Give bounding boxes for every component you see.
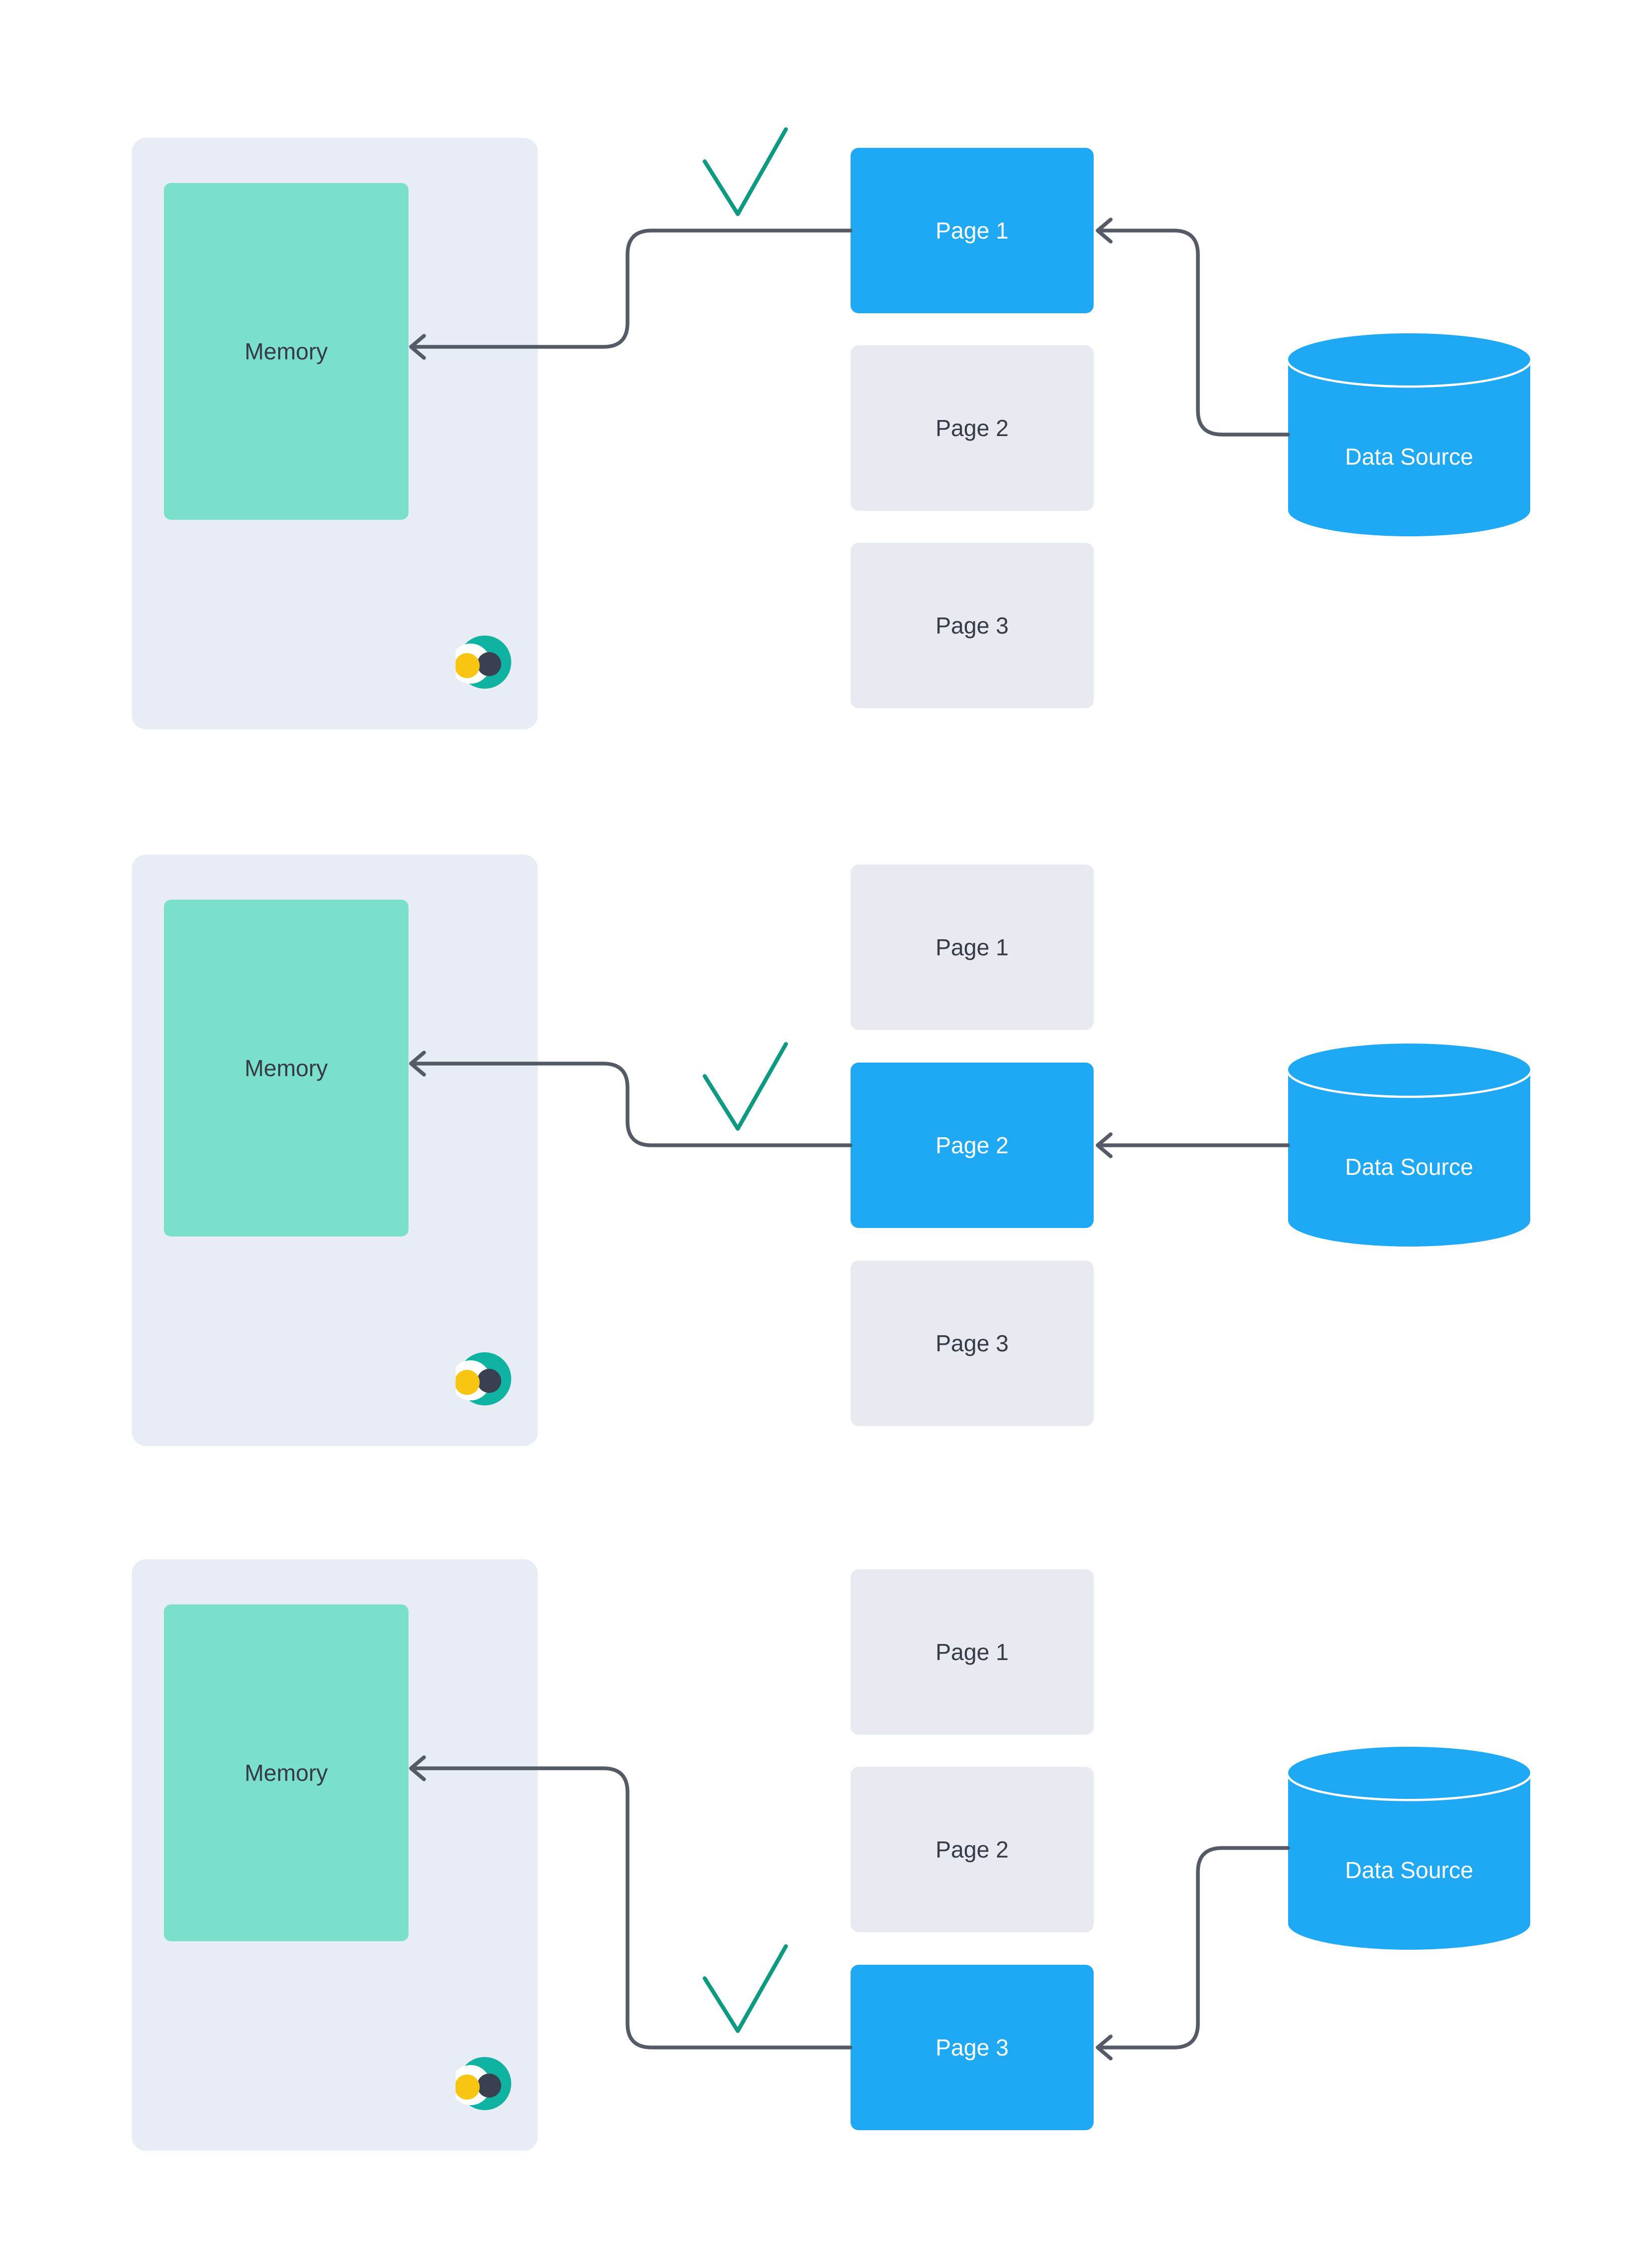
page-label: Page 2 xyxy=(935,1836,1009,1863)
eclipse-logo-icon xyxy=(456,1352,511,1405)
data-source-label: Data Source xyxy=(1345,1154,1474,1180)
data-source-label: Data Source xyxy=(1345,1857,1474,1883)
memory-label: Memory xyxy=(244,338,328,364)
page-2-node: Page 2 xyxy=(851,1767,1094,1932)
eclipse-logo-icon xyxy=(456,2057,511,2110)
memory-node: Memory xyxy=(164,900,408,1237)
page-label: Page 3 xyxy=(935,612,1009,639)
data-source-label: Data Source xyxy=(1345,444,1474,470)
page-label: Page 1 xyxy=(935,218,1009,244)
page-3-node: Page 3 xyxy=(851,1261,1094,1426)
memory-node: Memory xyxy=(164,183,408,520)
page-label: Page 2 xyxy=(935,1132,1009,1158)
page-3-node: Page 3 xyxy=(851,543,1094,708)
page-2-node: Page 2 xyxy=(851,345,1094,511)
page-label: Page 2 xyxy=(935,415,1009,441)
data-source-cylinder: Data Source xyxy=(1288,333,1530,536)
memory-label: Memory xyxy=(244,1055,328,1081)
page-label: Page 1 xyxy=(935,934,1009,960)
data-source-cylinder: Data Source xyxy=(1288,1747,1530,1950)
page-1-node-active: Page 1 xyxy=(851,148,1094,313)
page-label: Page 3 xyxy=(935,1330,1009,1356)
memory-node: Memory xyxy=(164,1604,408,1941)
page-2-node-active: Page 2 xyxy=(851,1063,1094,1228)
page-3-node-active: Page 3 xyxy=(851,1965,1094,2130)
page-1-node: Page 1 xyxy=(851,1569,1094,1735)
page-label: Page 3 xyxy=(935,2034,1009,2061)
eclipse-logo-icon xyxy=(456,636,511,689)
data-source-cylinder: Data Source xyxy=(1288,1044,1530,1247)
memory-label: Memory xyxy=(244,1760,328,1786)
page-label: Page 1 xyxy=(935,1639,1009,1665)
page-1-node: Page 1 xyxy=(851,865,1094,1030)
